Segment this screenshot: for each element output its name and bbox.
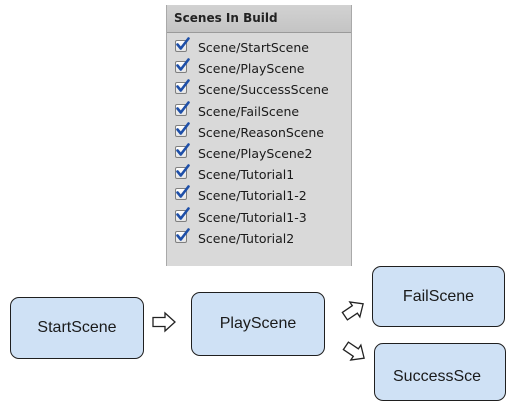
scene-label: Scene/PlayScene2 — [198, 146, 313, 162]
checkmark-icon — [176, 185, 190, 199]
checkmark-icon — [176, 37, 190, 50]
success-scene-node: SuccessSce — [374, 343, 506, 401]
checkmark-icon — [176, 206, 190, 220]
scene-item: Scene/Tutorial1-2 — [167, 185, 351, 206]
scene-checkbox[interactable] — [175, 58, 190, 74]
scene-item: Scene/StartScene — [167, 37, 351, 58]
scene-item: Scene/PlayScene — [167, 58, 351, 79]
scene-item: Scene/PlayScene2 — [167, 143, 351, 164]
arrow-play-to-fail-icon — [341, 301, 364, 321]
scene-label: Scene/PlayScene — [198, 61, 305, 77]
checkmark-icon — [176, 227, 190, 241]
scene-checkbox[interactable] — [175, 164, 190, 180]
checkmark-icon — [176, 100, 190, 114]
scene-checkbox[interactable] — [175, 100, 190, 116]
arrow-play-to-success-icon — [342, 341, 365, 361]
checkmark-icon — [176, 58, 190, 72]
fail-scene-node: FailScene — [372, 266, 505, 327]
scene-label: Scene/Tutorial1 — [198, 167, 295, 183]
checkmark-icon — [176, 79, 190, 93]
scene-label: Scene/Tutorial2 — [198, 230, 295, 246]
scene-label: Scene/SuccessScene — [198, 82, 329, 98]
scene-label: Scene/Tutorial1-3 — [198, 209, 307, 225]
scene-item: Scene/ReasonScene — [167, 122, 351, 143]
scene-label: Scene/StartScene — [198, 40, 309, 56]
scene-checkbox[interactable] — [175, 185, 190, 201]
scene-item: Scene/Tutorial2 — [167, 227, 351, 249]
scene-checkbox[interactable] — [175, 122, 190, 137]
checkmark-icon — [176, 143, 190, 156]
play-scene-node: PlayScene — [191, 292, 325, 356]
scene-item: Scene/SuccessScene — [167, 79, 351, 100]
scene-checkbox[interactable] — [175, 37, 190, 53]
scene-checkbox[interactable] — [175, 79, 190, 95]
scene-checkbox[interactable] — [175, 227, 190, 243]
scene-label: Scene/FailScene — [198, 103, 300, 119]
arrow-start-to-play-icon — [152, 311, 176, 333]
scene-list: Scene/StartScene Scene/PlayScene Scene/S… — [167, 33, 351, 249]
start-scene-node: StartScene — [10, 297, 144, 359]
scene-item: Scene/Tutorial1-3 — [167, 206, 351, 228]
scene-item: Scene/FailScene — [167, 100, 351, 122]
panel-title: Scenes In Build — [167, 5, 351, 33]
scene-item: Scene/Tutorial1 — [167, 164, 351, 185]
scene-checkbox[interactable] — [175, 143, 190, 159]
scenes-in-build-panel: Scenes In Build Scene/StartScene Scene/P… — [166, 5, 352, 266]
scene-checkbox[interactable] — [175, 206, 190, 222]
scene-label: Scene/ReasonScene — [198, 124, 324, 140]
scene-label: Scene/Tutorial1-2 — [198, 188, 307, 204]
checkmark-icon — [176, 122, 190, 135]
checkmark-icon — [176, 164, 190, 178]
